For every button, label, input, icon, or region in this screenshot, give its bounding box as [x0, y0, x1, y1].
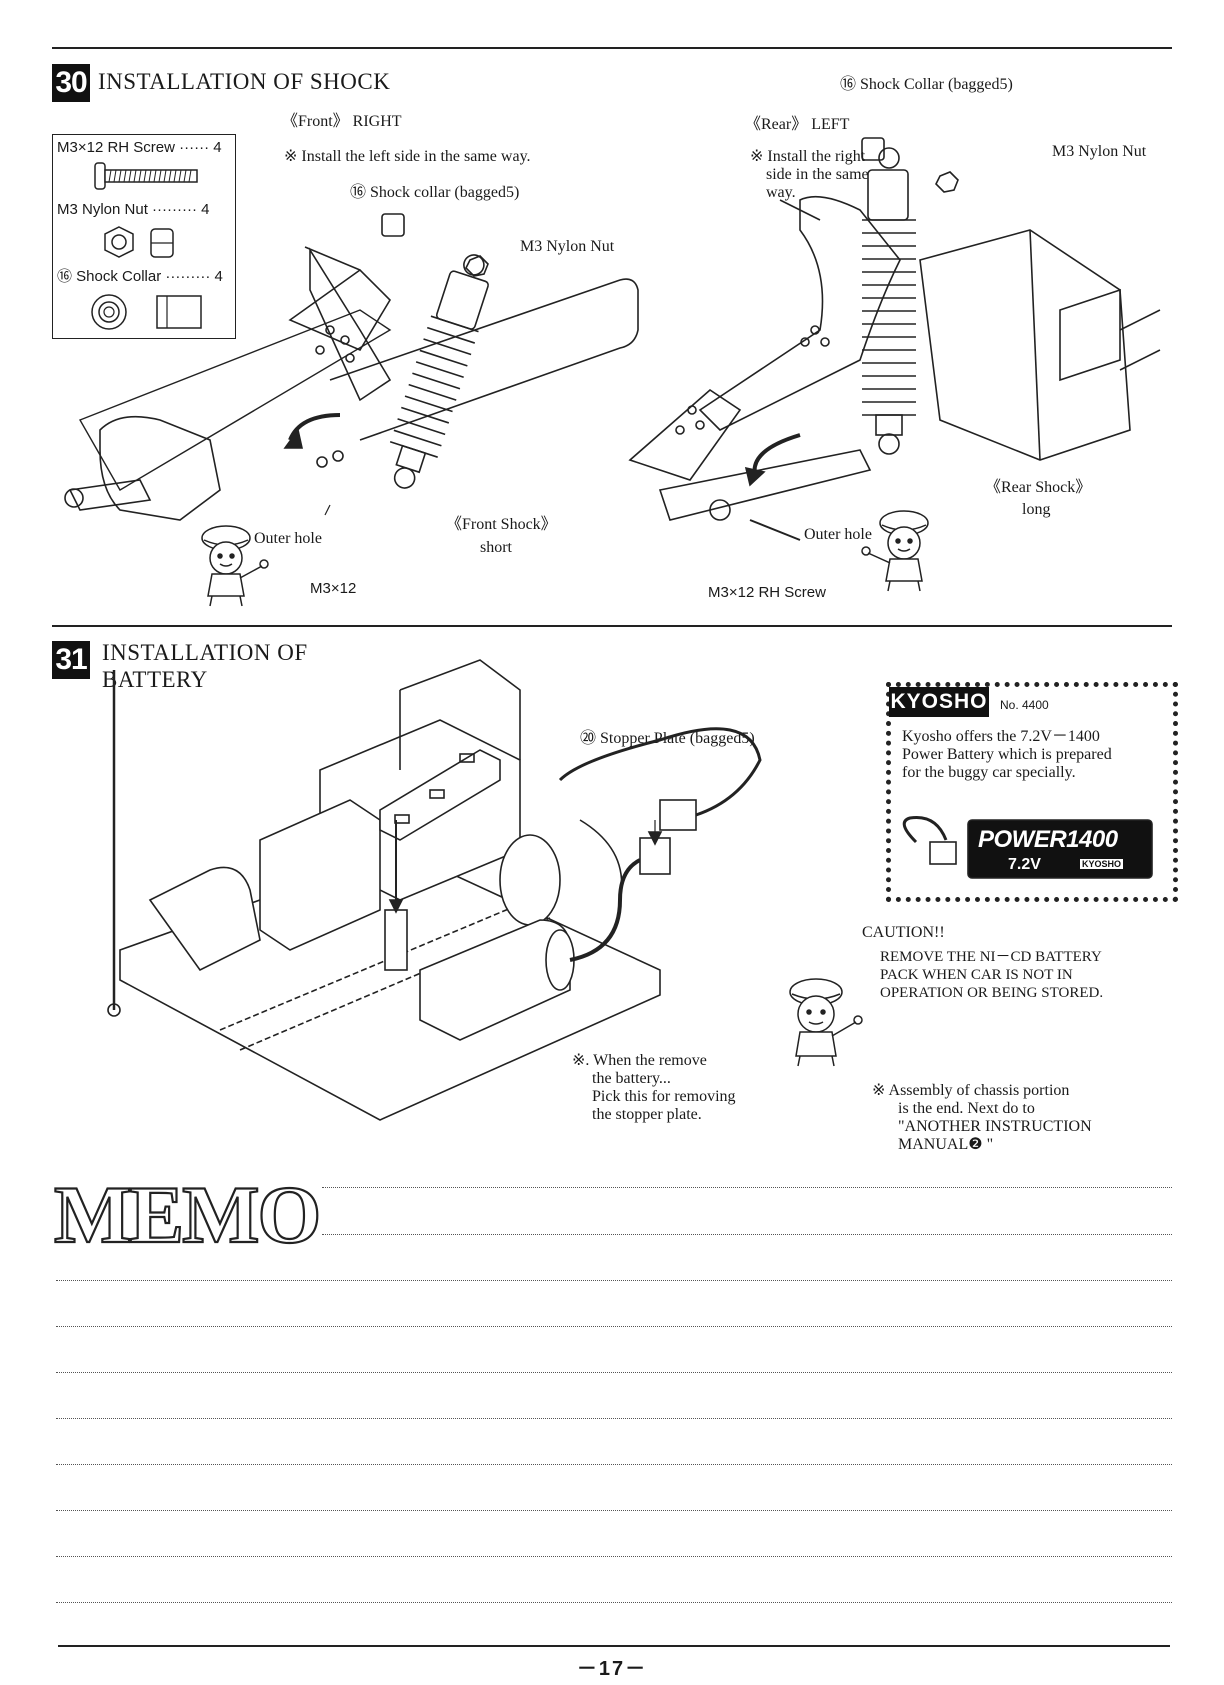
- caution-text: REMOVE THE NI－CD BATTERY PACK WHEN CAR I…: [880, 949, 1104, 1001]
- front-outer-hole-label: Outer hole: [254, 530, 322, 547]
- promo-text: Kyosho offers the 7.2V－1400 Power Batter…: [902, 728, 1112, 781]
- mascot-icon: [201, 525, 269, 607]
- shock-collar-icon: [91, 294, 202, 330]
- memo-line[interactable]: [322, 1234, 1172, 1235]
- promo-part-number: No. 4400: [1000, 698, 1049, 712]
- memo-line[interactable]: [56, 1510, 1172, 1511]
- stopper-plate-label: ⑳ Stopper Plate (bagged5): [580, 730, 755, 747]
- front-shock-length: short: [480, 539, 512, 556]
- top-rule: [52, 47, 1172, 49]
- memo-line[interactable]: [322, 1187, 1172, 1188]
- rear-outer-hole-label: Outer hole: [804, 526, 872, 543]
- rear-install-note: ※ Install the right side in the same way…: [750, 148, 869, 201]
- battery-pack-voltage: 7.2V: [1008, 856, 1041, 873]
- kyosho-logo: KYOSHO: [889, 687, 989, 717]
- step-31-number: 31: [52, 641, 90, 679]
- rear-side-label: 《Rear》 LEFT: [745, 116, 850, 133]
- memo-line[interactable]: [56, 1464, 1172, 1465]
- remove-battery-note: ※. When the remove the battery... Pick t…: [572, 1052, 736, 1123]
- battery-installation-illustration: [107, 659, 762, 1121]
- battery-pack-label: POWER1400: [978, 826, 1118, 853]
- battery-pack-brand: KYOSHO: [1080, 859, 1124, 869]
- front-shock-name: 《Front Shock》: [446, 516, 557, 533]
- memo-line[interactable]: [56, 1418, 1172, 1419]
- step-30-number: 30: [52, 64, 90, 102]
- memo-line[interactable]: [56, 1556, 1172, 1557]
- svg-text:MEMO: MEMO: [54, 1169, 319, 1252]
- rear-shock-name: 《Rear Shock》: [985, 479, 1092, 496]
- rear-shock-collar-label: ⑯ Shock Collar (bagged5): [840, 76, 1013, 93]
- front-shock-collar-label: ⑯ Shock collar (bagged5): [350, 184, 520, 201]
- front-install-note: ※ Install the left side in the same way.: [284, 148, 531, 165]
- nylon-nut-icon: [104, 226, 174, 258]
- rear-shock-length: long: [1022, 501, 1051, 518]
- front-shock-spring: [389, 254, 489, 489]
- section-divider: [52, 625, 1172, 627]
- assembly-end-note: ※ Assembly of chassis portion is the end…: [872, 1082, 1092, 1153]
- memo-title-graphic: MEMO: [53, 1168, 322, 1252]
- step-30-title: INSTALLATION OF SHOCK: [98, 69, 391, 94]
- rear-screw-label: M3×12 RH Screw: [708, 584, 826, 601]
- front-nylon-nut-label: M3 Nylon Nut: [520, 238, 615, 255]
- memo-line[interactable]: [56, 1372, 1172, 1373]
- page-number: －17－: [576, 1658, 648, 1680]
- part-collar-label: ⑯ Shock Collar ········· 4: [57, 268, 223, 285]
- memo-line[interactable]: [56, 1602, 1172, 1603]
- part-nut-label: M3 Nylon Nut ········· 4: [57, 201, 210, 218]
- front-screw-label: M3×12: [310, 580, 357, 597]
- part-screw-label: M3×12 RH Screw ······ 4: [57, 139, 222, 156]
- memo-line[interactable]: [56, 1326, 1172, 1327]
- rear-shock-spring: [862, 147, 916, 455]
- memo-line[interactable]: [56, 1280, 1172, 1281]
- front-shock-illustration: [64, 213, 639, 521]
- parts-box: M3×12 RH Screw ······ 4 M3 Nylon Nut ···…: [52, 134, 236, 339]
- screw-icon: [94, 162, 198, 190]
- bottom-rule: [58, 1645, 1170, 1647]
- step-31-title: INSTALLATION OF BATTERY: [102, 640, 308, 692]
- caution-title: CAUTION!!: [862, 924, 945, 941]
- mascot-icon: [789, 978, 863, 1067]
- rear-nylon-nut-label: M3 Nylon Nut: [1052, 143, 1147, 160]
- rear-shock-illustration: [628, 137, 1161, 541]
- mascot-icon: [861, 510, 929, 592]
- front-side-label: 《Front》 RIGHT: [282, 113, 402, 130]
- battery-promo-box: [886, 682, 1178, 902]
